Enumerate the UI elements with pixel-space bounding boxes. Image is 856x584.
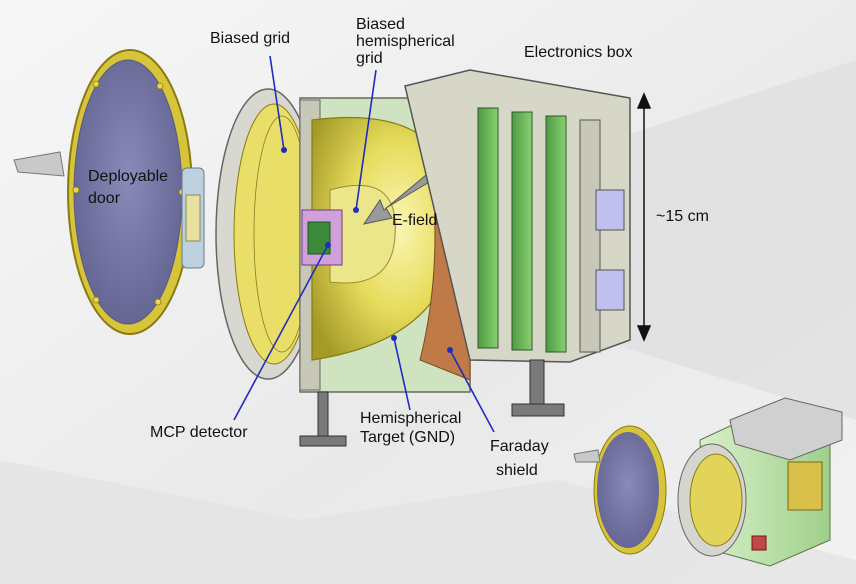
deployable-door (13, 49, 193, 335)
label-faraday-1: Faraday (490, 438, 549, 455)
label-deployable-door-1: Deployable (88, 168, 169, 185)
label-hemi-target-1: Hemispherical (360, 410, 462, 427)
callout-dots (281, 147, 453, 353)
hinge (181, 167, 205, 269)
label-biased-hemi-3: grid (356, 50, 383, 67)
label-biased-hemi-1: Biased (356, 16, 405, 33)
label-deployable-door-2: door (88, 190, 121, 207)
label-hemi-target-2: Target (GND) (360, 429, 456, 446)
label-biased-hemi-2: hemispherical (356, 33, 455, 50)
label-mcp-detector: MCP detector (150, 424, 248, 441)
label-biased-grid: Biased grid (210, 30, 291, 47)
mounting-feet (299, 359, 565, 447)
callout-lines (233, 55, 495, 433)
label-faraday-2: shield (496, 462, 538, 479)
inset-instrument (573, 397, 843, 567)
label-scale: ~15 cm (656, 208, 709, 225)
label-e-field: E-field (392, 212, 438, 229)
e-field-arrow (362, 169, 437, 225)
electronics-box (404, 69, 631, 363)
mountain-shadow-2 (0, 460, 856, 584)
label-electronics-box: Electronics box (524, 44, 633, 61)
front-ring (215, 88, 321, 380)
scale-bar (636, 92, 652, 342)
